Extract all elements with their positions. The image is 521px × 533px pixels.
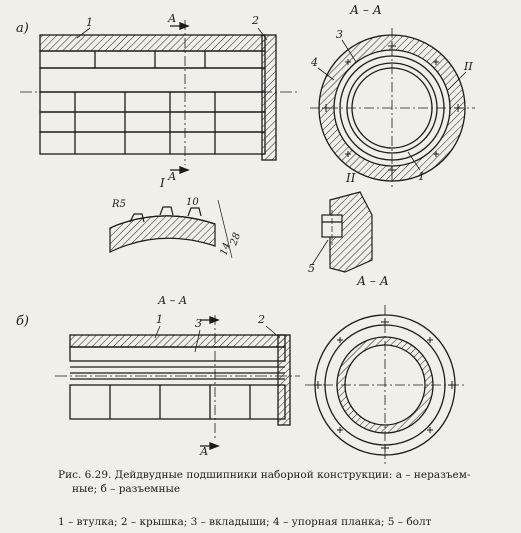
label-r5: R5	[111, 199, 126, 210]
arrow-a-top: А	[167, 12, 176, 25]
caption-title: Рис. 6.29. Дейдвудные подшипники наборно…	[58, 468, 498, 496]
label-dim-28: 28	[228, 231, 243, 248]
label-detail-i: I	[159, 176, 165, 190]
label-3: 3	[336, 28, 343, 41]
label-dim-14: 14	[218, 241, 233, 257]
label-view-b: б)	[16, 314, 29, 329]
label-2: 2	[251, 14, 259, 27]
label-2-b: 2	[257, 313, 265, 326]
label-section-aa: А – А	[349, 3, 382, 17]
caption-line-1: Рис. 6.29. Дейдвудные подшипники наборно…	[58, 469, 471, 481]
detail-ii: II 5	[308, 171, 373, 275]
arrow-a-bottom: А	[167, 170, 176, 183]
arrow-a-bottom-b: А	[199, 445, 208, 458]
label-5: 5	[308, 262, 315, 275]
label-3-b: 3	[195, 317, 202, 330]
label-roman-2-ref: II	[463, 60, 473, 73]
bushing-side-view-b: б) А – А А 1 3 2	[16, 294, 300, 458]
bushing-side-view-a: а) А А 1 2	[16, 12, 300, 183]
caption-legend: 1 – втулка; 2 – крышка; 3 – вкладыши; 4 …	[58, 516, 432, 528]
label-view-a: а)	[16, 21, 29, 36]
label-1: 1	[86, 16, 93, 29]
label-section-aa-b1: А – А	[157, 294, 187, 307]
label-detail-ii: II	[345, 171, 356, 185]
technical-drawing: а) А А 1 2 А – А	[16, 3, 475, 465]
section-aa-view-b: А – А	[305, 274, 465, 465]
section-aa-view-a: А – А 3 4 II 1	[310, 3, 475, 188]
label-dim-10: 10	[186, 197, 199, 208]
label-section-aa-b2: А – А	[356, 274, 389, 288]
caption-line-2: ные; б – разъемные	[72, 483, 181, 495]
label-1-b: 1	[156, 313, 163, 326]
label-4: 4	[310, 56, 318, 69]
label-1-section: 1	[418, 170, 425, 183]
detail-i: I R5 10 28 14	[109, 176, 243, 259]
